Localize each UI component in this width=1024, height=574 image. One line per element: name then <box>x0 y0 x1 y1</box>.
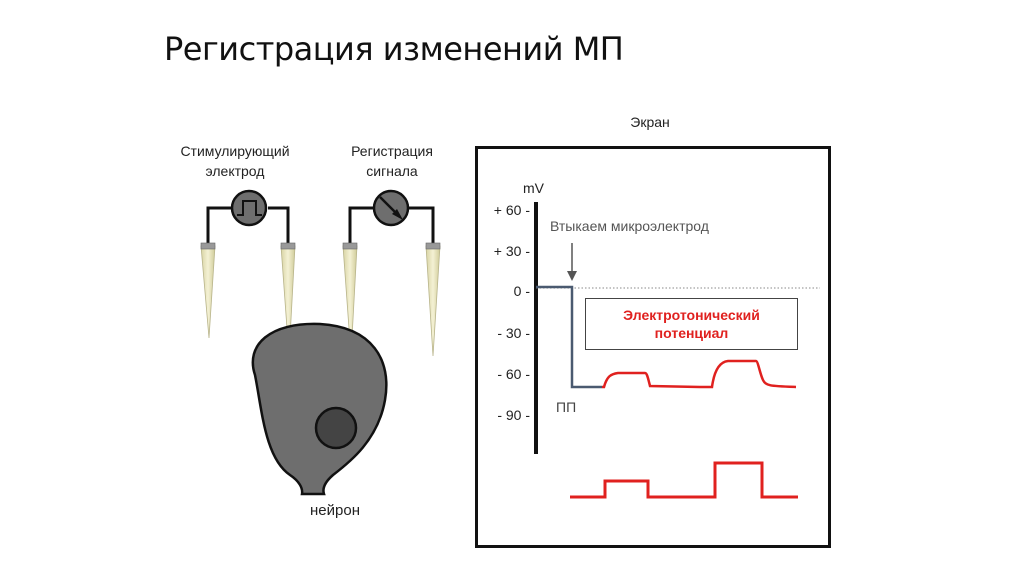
neuron-body <box>251 322 388 496</box>
tick-label: 0 - <box>513 283 530 299</box>
recording-text: Регистрация сигнала <box>351 143 433 179</box>
stimulating-circuit <box>206 206 290 246</box>
neuron-nucleus <box>314 406 358 450</box>
galvanometer-icon <box>372 189 410 227</box>
recording-circuit <box>348 206 435 246</box>
electrode-tip-1 <box>200 242 216 339</box>
screen-title: Экран <box>630 114 670 130</box>
slide-title: Регистрация изменений МП <box>164 30 624 68</box>
tick-label: + 30 - <box>493 243 530 259</box>
stimulator-icon <box>230 189 268 227</box>
neuron-label: нейрон <box>310 502 360 519</box>
stimulating-electrode-label: Стимулирующий электрод <box>160 141 310 181</box>
tick-label: - 30 - <box>497 325 530 341</box>
resting-potential-label: ПП <box>556 399 577 415</box>
recording-label: Регистрация сигнала <box>322 141 462 181</box>
electrode-tip-4 <box>425 242 441 357</box>
electrode-tip-3 <box>342 242 358 357</box>
insertion-note: Втыкаем микроэлектрод <box>550 218 709 234</box>
stimulating-electrode-text: Стимулирующий электрод <box>180 143 290 179</box>
unit-label: mV <box>523 180 544 196</box>
tick-label: - 60 - <box>497 366 530 382</box>
electrode-tip-2 <box>280 242 296 357</box>
electrotonic-potential-callout: Электротонический потенциал <box>585 298 798 350</box>
tick-label: + 60 - <box>493 202 530 218</box>
callout-text: Электротонический потенциал <box>623 307 760 341</box>
tick-label: - 90 - <box>497 407 530 423</box>
